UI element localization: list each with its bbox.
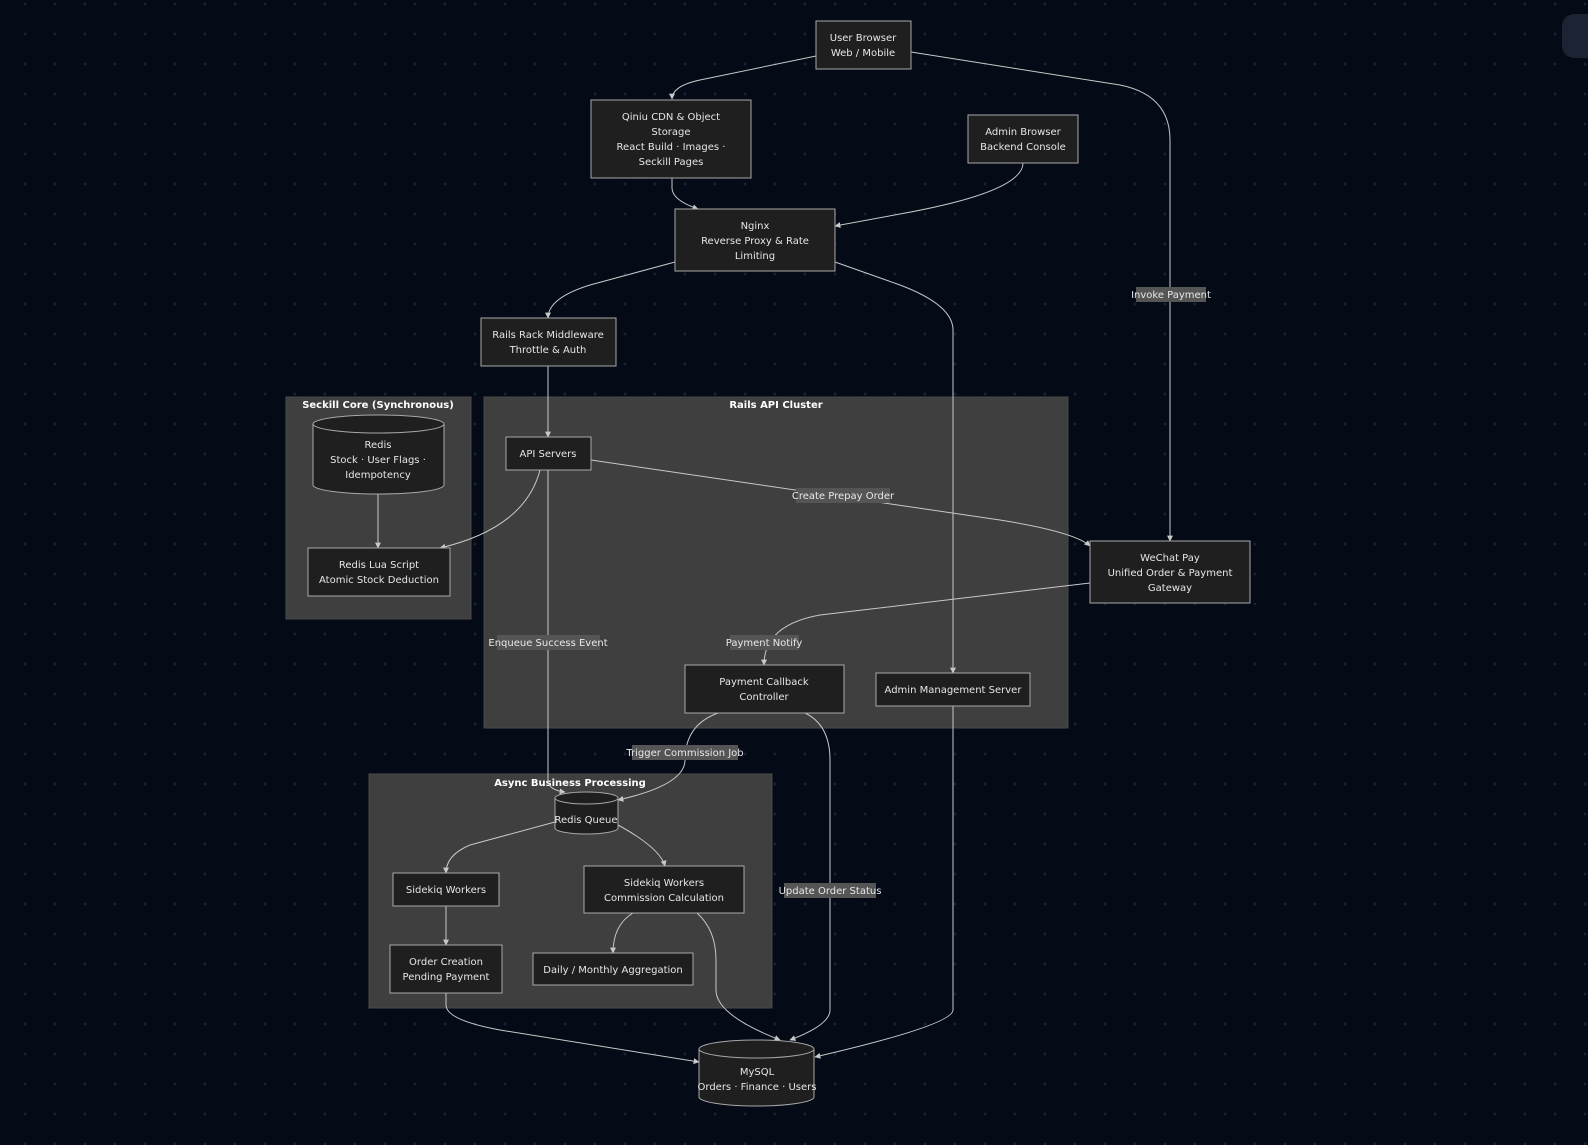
edge-label-create-prepay-order: Create Prepay Order <box>792 488 895 503</box>
edge-queue-to-sidekiq <box>443 821 556 874</box>
svg-text:Payment Notify: Payment Notify <box>726 638 803 649</box>
edge-commission-to-aggregation <box>610 912 634 954</box>
edge-queue-to-commission <box>617 824 667 867</box>
edge-admin-server-to-mysql <box>814 706 954 1059</box>
edge-wechat-to-callback <box>761 582 1091 666</box>
edge-admin-to-nginx <box>834 162 1024 228</box>
svg-text:Daily / Monthly Aggregation: Daily / Monthly Aggregation <box>543 965 682 976</box>
node-api-servers[interactable]: API Servers <box>505 436 592 471</box>
edge-label-update-order-status: Update Order Status <box>779 883 882 898</box>
svg-text:Trigger Commission Job: Trigger Commission Job <box>625 748 743 759</box>
node-redis-queue-cylinder[interactable]: Redis Queue <box>554 791 619 835</box>
svg-text:Redis Queue: Redis Queue <box>554 815 617 826</box>
svg-text:Invoke Payment: Invoke Payment <box>1131 290 1211 301</box>
svg-text:Admin Management Server: Admin Management Server <box>885 685 1023 696</box>
edge-nginx-to-admin-server <box>834 261 956 674</box>
edge-callback-to-queue <box>617 712 719 802</box>
edge-user-to-cdn <box>669 55 817 100</box>
node-sidekiq-workers[interactable]: Sidekiq Workers <box>392 872 500 907</box>
edge-label-trigger-commission: Trigger Commission Job <box>625 745 744 760</box>
svg-text:Enqueue Success Event: Enqueue Success Event <box>488 638 607 649</box>
svg-text:Seckill Core (Synchronous): Seckill Core (Synchronous) <box>302 400 454 411</box>
window-corner-control <box>1562 14 1588 58</box>
edge-api-to-queue <box>547 470 566 795</box>
edge-cdn-to-nginx <box>671 178 699 211</box>
edge-callback-to-mysql <box>789 712 831 1041</box>
node-daily-monthly-aggregation[interactable]: Daily / Monthly Aggregation <box>532 952 694 986</box>
edge-order-to-mysql <box>445 993 700 1065</box>
svg-text:Async Business Processing: Async Business Processing <box>494 778 646 789</box>
svg-text:Rails API Cluster: Rails API Cluster <box>729 400 822 411</box>
edge-commission-to-mysql <box>696 912 781 1041</box>
svg-text:Sidekiq Workers: Sidekiq Workers <box>406 885 486 896</box>
edge-api-to-wechat <box>590 459 1091 547</box>
svg-text:Update Order Status: Update Order Status <box>779 886 882 897</box>
edge-label-enqueue-success: Enqueue Success Event <box>488 635 608 650</box>
svg-text:API Servers: API Servers <box>519 449 576 460</box>
edge-api-to-lua <box>439 469 541 550</box>
edge-user-to-wechat <box>910 51 1173 542</box>
edge-label-invoke-payment: Invoke Payment <box>1131 287 1211 302</box>
edge-nginx-to-rack <box>545 261 676 319</box>
edge-label-payment-notify: Payment Notify <box>726 635 803 650</box>
node-admin-management-server[interactable]: Admin Management Server <box>875 672 1031 707</box>
svg-text:Create Prepay Order: Create Prepay Order <box>792 491 895 502</box>
